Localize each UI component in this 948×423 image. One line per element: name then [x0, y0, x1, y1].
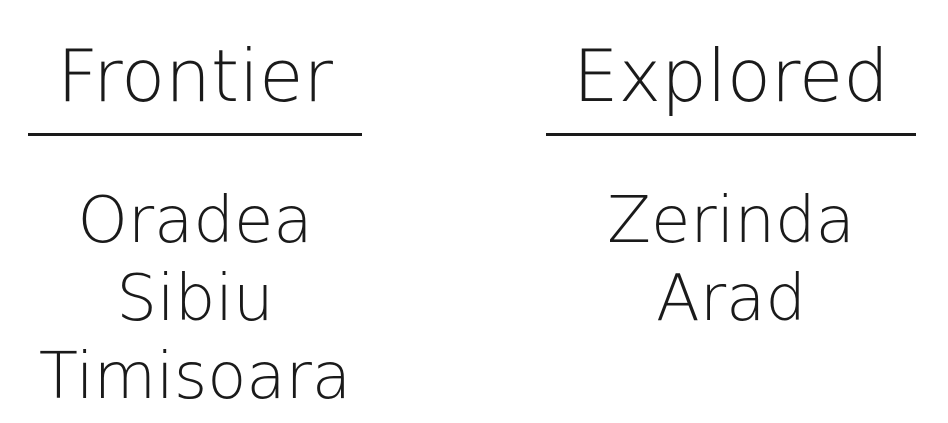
- list-item: Sibiu: [116, 262, 274, 336]
- list-item: Arad: [656, 262, 806, 336]
- frontier-column: Frontier Oradea Sibiu Timisoara: [28, 22, 362, 416]
- list-item: Zerinda: [607, 184, 855, 258]
- explored-heading: Explored: [573, 34, 889, 118]
- frontier-list: Oradea Sibiu Timisoara: [39, 182, 351, 416]
- explored-column: Explored Zerinda Arad: [546, 22, 916, 338]
- frontier-heading: Frontier: [56, 34, 333, 118]
- explored-underline: [546, 133, 916, 136]
- list-item: Oradea: [77, 184, 313, 258]
- list-item: Timisoara: [38, 340, 352, 414]
- explored-list: Zerinda Arad: [607, 182, 855, 338]
- frontier-underline: [28, 133, 362, 136]
